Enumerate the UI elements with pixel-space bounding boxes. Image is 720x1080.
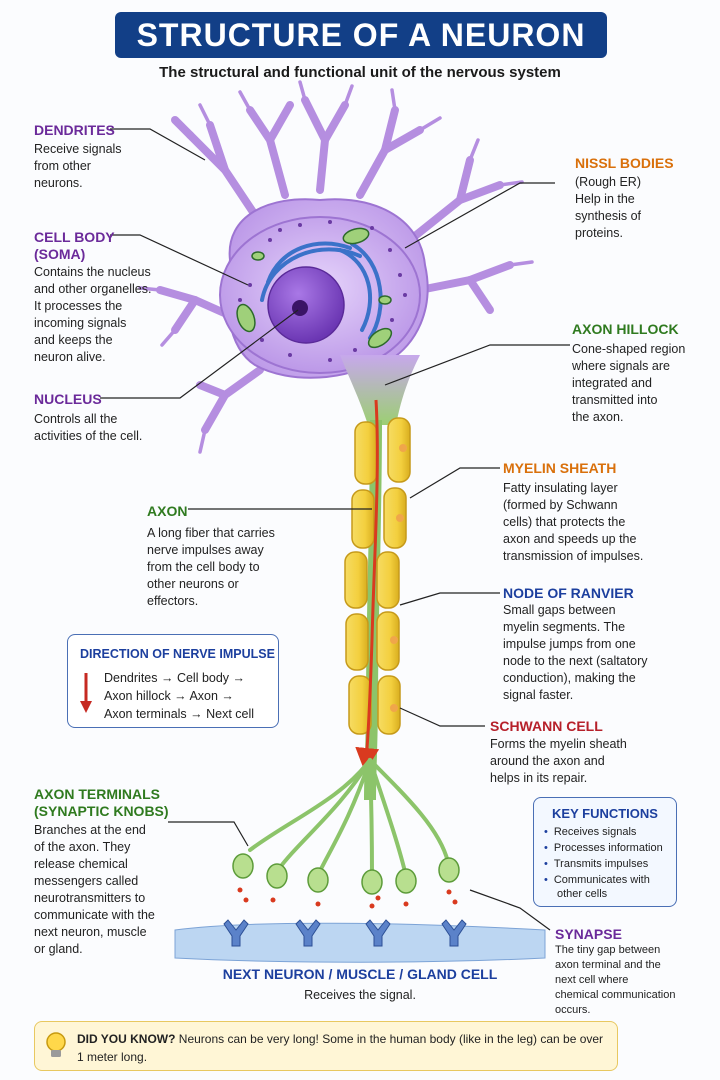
page-subtitle: The structural and functional unit of th… — [159, 64, 561, 81]
axon-terminals-label: AXON TERMINALS(SYNAPTIC KNOBS) — [34, 786, 169, 819]
did-you-know-box: DID YOU KNOW? Neurons can be very long! … — [34, 1021, 618, 1071]
direction-box: DIRECTION OF NERVE IMPULSE Dendrites → C… — [67, 634, 279, 728]
impulse-arrow — [355, 399, 380, 772]
key-function-item: •Processes information — [544, 842, 663, 854]
dendrites — [156, 96, 514, 434]
key-function-item: •Receives signals — [544, 826, 637, 838]
dendrites-label: DENDRITES — [34, 122, 115, 138]
synapse-label: SYNAPSE — [555, 926, 622, 942]
receptors — [223, 919, 467, 947]
myelin-sheath-desc: Fatty insulating layer(formed by Schwann… — [503, 481, 644, 563]
key-function-item: •Communicates with — [544, 874, 650, 886]
key-function-item-continued: other cells — [557, 888, 608, 900]
cell-body-label: CELL BODY(SOMA) — [34, 229, 115, 262]
node-of-ranvier-label: NODE OF RANVIER — [503, 585, 634, 601]
page-title: STRUCTURE OF A NEURON — [115, 12, 607, 58]
myelin-segments — [344, 417, 411, 735]
key-functions-box: KEY FUNCTIONS •Receives signals •Process… — [533, 797, 677, 907]
nucleus-label: NUCLEUS — [34, 391, 102, 407]
axon-hillock-label: AXON HILLOCK — [572, 321, 679, 337]
direction-line-3: Axon terminals → Next cell — [104, 707, 255, 721]
axon-terminals — [248, 758, 450, 878]
nissl-bodies-label: NISSL BODIES — [575, 155, 674, 171]
axon-hillock-shape — [340, 355, 420, 425]
direction-box-title: DIRECTION OF NERVE IMPULSE — [80, 647, 275, 661]
next-cell-sub: Receives the signal. — [304, 988, 416, 1002]
myelin-sheath-label: MYELIN SHEATH — [503, 460, 617, 476]
key-functions-title: KEY FUNCTIONS — [552, 806, 658, 821]
lightbulb-icon — [46, 1032, 66, 1057]
down-arrow-icon — [80, 673, 92, 713]
next-cell-label: NEXT NEURON / MUSCLE / GLAND CELL — [222, 966, 498, 982]
direction-line-1: Dendrites → Cell body → — [104, 671, 246, 685]
schwann-cell-label: SCHWANN CELL — [490, 718, 603, 734]
direction-line-2: Axon hillock → Axon → — [104, 689, 234, 703]
key-function-item: •Transmits impulses — [544, 858, 649, 870]
did-you-know-text: DID YOU KNOW? Neurons can be very long! … — [77, 1032, 604, 1064]
axon-label: AXON — [147, 503, 188, 519]
